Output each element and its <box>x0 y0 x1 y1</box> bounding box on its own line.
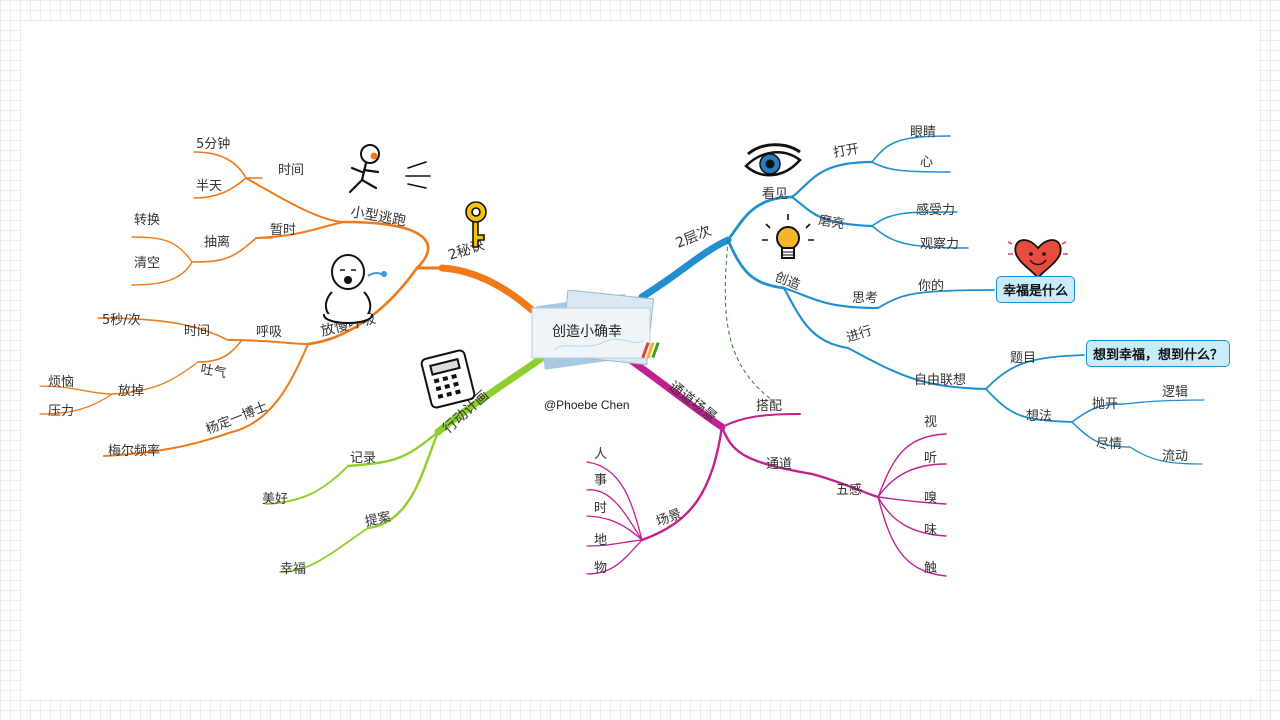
leaf-clear: 清空 <box>134 256 160 271</box>
leaf-object: 物 <box>594 561 607 576</box>
leaf-sight: 视 <box>924 415 937 430</box>
branch-levels-lines <box>638 135 1205 465</box>
node-record: 记录 <box>350 451 376 466</box>
leaf-beauty: 美好 <box>262 492 288 507</box>
node-think: 思考 <box>852 291 878 306</box>
node-exhale: 吐气 <box>199 361 227 381</box>
node-free-assoc: 自由联想 <box>914 372 966 388</box>
leaf-touch: 触 <box>924 561 937 576</box>
node-escape-time: 时间 <box>278 163 304 178</box>
callout-think-of-happiness[interactable]: 想到幸福，想到什么？ <box>1086 340 1231 367</box>
leaf-happiness: 幸福 <box>280 562 306 577</box>
central-topic-title: 创造小确幸 <box>552 324 622 340</box>
node-breath: 呼吸 <box>256 325 282 340</box>
node-levels: 2层次 <box>674 223 714 252</box>
node-polish: 磨亮 <box>817 212 845 232</box>
leaf-eyes: 眼睛 <box>910 125 936 140</box>
node-do: 进行 <box>845 323 874 345</box>
node-method: 想法 <box>1026 408 1052 424</box>
mindmap-canvas: 2秘诀 小型逃跑 时间 5分钟 半天 暂时 抽离 转换 清空 放慢呼吸 呼吸 时… <box>22 22 1258 698</box>
leaf-place: 地 <box>594 533 607 548</box>
heart-icon <box>1007 239 1068 280</box>
node-match: 搭配 <box>756 398 782 414</box>
leaf-heart: 心 <box>920 155 933 170</box>
leaf-5sec: 5秒/次 <box>102 312 141 328</box>
node-breath-time: 时间 <box>184 324 210 339</box>
eye-icon <box>744 143 802 177</box>
leaf-time: 时 <box>594 501 607 516</box>
leaf-mel-freq: 梅尔频率 <box>108 443 160 459</box>
leaf-event: 事 <box>594 473 607 488</box>
node-release: 放掉 <box>118 384 144 399</box>
mindmap-diagram: 2秘诀 小型逃跑 时间 5分钟 半天 暂时 抽离 转换 清空 放慢呼吸 呼吸 时… <box>39 125 1205 577</box>
node-drop: 抛开 <box>1092 397 1118 412</box>
central-topic[interactable]: 创造小确幸 <box>524 289 674 374</box>
calculator-icon <box>420 349 476 409</box>
node-open: 打开 <box>832 142 860 161</box>
key-icon <box>465 201 487 248</box>
node-five-senses: 五感 <box>836 482 862 498</box>
running-person-icon <box>348 144 431 194</box>
node-escape: 小型逃跑 <box>349 204 407 229</box>
leaf-smell: 嗅 <box>924 491 937 506</box>
leaf-person: 人 <box>594 447 607 462</box>
branch-action-lines <box>265 354 546 573</box>
leaf-halfday: 半天 <box>196 179 222 194</box>
node-scene: 通道场景 <box>666 379 720 426</box>
leaf-hearing: 听 <box>924 451 937 466</box>
lightbulb-icon <box>762 214 814 259</box>
dashed-relationship-line <box>724 239 773 401</box>
node-channel: 通道 <box>766 457 792 472</box>
callout-what-is-happiness[interactable]: 幸福是什么 <box>996 276 1076 303</box>
leaf-sensitivity: 感受力 <box>916 202 955 218</box>
leaf-observation: 观察力 <box>920 237 959 252</box>
leaf-logic: 逻辑 <box>1162 385 1188 400</box>
author-credit: @Phoebe Chen <box>544 398 630 412</box>
central-topic-image <box>531 289 660 370</box>
leaf-stress: 压力 <box>48 404 74 419</box>
leaf-worry: 烦恼 <box>48 375 74 390</box>
node-secrets: 2秘诀 <box>446 237 486 264</box>
node-topic: 题目 <box>1010 351 1036 366</box>
node-pause: 暂时 <box>270 223 296 238</box>
node-see: 看见 <box>762 186 788 202</box>
node-detach: 抽离 <box>204 234 230 250</box>
leaf-taste: 味 <box>924 523 937 538</box>
node-proposal: 提案 <box>364 509 393 530</box>
meditating-person-icon <box>323 254 387 324</box>
leaf-5min: 5分钟 <box>196 136 230 152</box>
node-full: 尽情 <box>1096 437 1122 452</box>
leaf-yours: 你的 <box>918 278 944 294</box>
leaf-switch: 转换 <box>134 213 160 228</box>
leaf-flow: 流动 <box>1162 449 1188 464</box>
branch-secrets-lines <box>39 151 536 457</box>
color-pencils-icon <box>641 342 660 359</box>
